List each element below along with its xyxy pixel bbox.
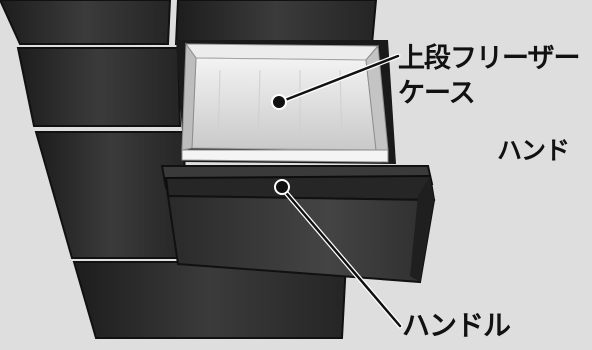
upper-freezer-case-label-line2: ケース [398,78,476,109]
handle-label-middle: ハンド [497,136,570,165]
upper-door-left [0,0,172,45]
drawer-left-1 [16,47,182,127]
handle-label-bottom: ハンドル [402,309,511,342]
drawer-side-panel [410,176,434,282]
upper-door-right [174,0,378,45]
freezer-drawer-front [160,165,436,284]
callout-dot-freezer-case [271,94,287,110]
upper-freezer-case-label-line1: 上段フリーザー [398,43,580,74]
freezer-case-back [185,43,380,61]
callouts [277,53,403,329]
callout-dot-handle [274,179,290,195]
freezer-case-left-wall [181,42,197,151]
freezer-case-front-lip [181,149,389,163]
